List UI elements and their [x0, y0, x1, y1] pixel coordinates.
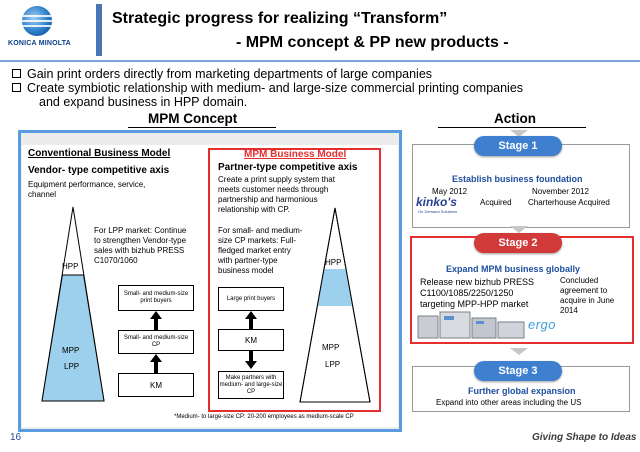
section-title-action: Action	[494, 111, 536, 126]
mpm-desc-1: Create a print supply system that	[218, 175, 335, 184]
conv-box-print-buyers: Small- and medium-size print buyers	[118, 285, 194, 311]
conventional-desc-1: Equipment performance, service,	[28, 180, 146, 189]
flow-chevron-icon	[510, 226, 528, 233]
stage-2-text-1: Release new bizhub PRESS	[420, 277, 535, 287]
mpm-desc-2: meets customer needs through	[218, 185, 329, 194]
logo-text: KONICA MINOLTA	[8, 40, 71, 47]
stage-2-concluded-2: agreement to	[560, 286, 608, 295]
mpm-subhead: Partner-type competitive axis	[218, 162, 358, 173]
stage-1-acquired: Acquired	[480, 198, 512, 207]
stage-3-text: Expand into other areas including the US	[436, 398, 582, 407]
mpm-hpp-label: HPP	[325, 258, 342, 267]
checkbox-bullet-icon	[12, 69, 21, 78]
up-arrow-icon	[150, 354, 162, 362]
kinkos-logo-sub: On Demand Solutions	[418, 209, 458, 214]
flow-chevron-icon	[510, 130, 528, 137]
mpm-heading: MPM Business Model	[244, 149, 347, 160]
cp-text-4: with partner-type	[218, 256, 278, 265]
page-number: 16	[10, 432, 22, 443]
mpm-desc-4: relationship with CP.	[218, 205, 290, 214]
down-arrow-icon	[245, 361, 257, 369]
checkbox-bullet-icon	[12, 83, 21, 92]
stage-2-concluded-4: 2014	[560, 306, 578, 315]
up-arrow-icon	[150, 311, 162, 319]
cp-text-5: business model	[218, 266, 274, 275]
mpm-pyramid	[299, 207, 371, 403]
up-arrow-icon	[245, 311, 257, 319]
stage-2-concluded-1: Concluded	[560, 276, 599, 285]
page-title: Strategic progress for realizing “Transf…	[112, 10, 448, 27]
conv-box-km: KM	[118, 373, 194, 397]
stage-1-date-1: May 2012	[432, 187, 468, 196]
title-accent-bar	[96, 4, 102, 56]
mpm-model-frame	[208, 148, 381, 412]
mpm-mpp-label: MPP	[322, 343, 340, 352]
stage-1-date-2: November 2012	[532, 187, 589, 196]
lpp-text-2: to strengthen Vendor-type	[94, 236, 187, 245]
footnote: *Medium- to large-size CP: 20-200 employ…	[174, 414, 354, 420]
bullet-1: Gain print orders directly from marketin…	[12, 68, 432, 81]
lpp-text-3: sales with bizhub PRESS	[94, 246, 185, 255]
header-divider	[0, 60, 640, 62]
section-rule	[128, 127, 276, 128]
lpp-text-4: C1070/1060	[94, 256, 138, 265]
bullet-2-continued: and expand business in HPP domain.	[39, 95, 248, 109]
arrow-shaft	[154, 362, 158, 373]
stage-1-badge: Stage 1	[474, 136, 562, 156]
conventional-desc-2: channel	[28, 190, 57, 199]
conv-box-cp: Small- and medium-size CP	[118, 330, 194, 354]
flow-chevron-icon	[510, 348, 528, 355]
bullet-2: Create symbiotic relationship with mediu…	[12, 82, 523, 95]
conventional-heading: Conventional Business Model	[28, 148, 171, 159]
ergo-logo: ergo	[528, 317, 557, 332]
stage-3-badge: Stage 3	[474, 361, 562, 381]
mpm-lpp-label: LPP	[325, 360, 341, 369]
stage-2-text-2: C1100/1085/2250/1250	[420, 288, 514, 298]
section-title-concept: MPM Concept	[148, 111, 238, 126]
stage-2-concluded-3: acquire in June	[560, 296, 615, 305]
arrow-shaft	[249, 351, 253, 361]
cp-text-3: fledged market entry	[218, 246, 291, 255]
page-subtitle: - MPM concept & PP new products -	[236, 34, 509, 51]
stage-2-title: Expand MPM business globally	[446, 264, 581, 274]
tagline: Giving Shape to Ideas	[532, 432, 637, 443]
conventional-pyramid	[41, 206, 105, 402]
konica-minolta-logo-icon	[22, 6, 52, 36]
stage-2-text-3: targeting MPP-HPP market	[420, 299, 529, 309]
section-rule	[438, 127, 586, 128]
kinkos-logo: kinko's	[416, 195, 457, 209]
conv-lpp-label: LPP	[64, 362, 80, 371]
stage-1-charterhouse: Charterhouse Acquired	[528, 198, 610, 207]
lpp-text-1: For LPP market: Continue	[94, 226, 187, 235]
stage-1-box	[412, 144, 630, 228]
printer-lineup-image	[417, 311, 525, 339]
arrow-shaft	[154, 319, 158, 330]
cp-text-2: size CP markets: Full-	[218, 236, 297, 245]
conv-mpp-label: MPP	[62, 346, 80, 355]
stage-3-title: Further global expansion	[468, 386, 576, 396]
mpm-box-km: KM	[218, 329, 284, 351]
stage-1-title: Establish business foundation	[452, 174, 583, 184]
arrow-shaft	[249, 319, 253, 329]
cp-text-1: For small- and medium-	[218, 226, 303, 235]
mpm-box-large-buyers: Large print buyers	[218, 287, 284, 311]
conv-hpp-label: HPP	[62, 262, 79, 271]
mpm-desc-3: partnership and harmonious	[218, 195, 318, 204]
stage-2-badge: Stage 2	[474, 233, 562, 253]
mpm-box-partners: Make partners with medium- and large-siz…	[218, 371, 284, 399]
conventional-subhead: Vendor- type competitive axis	[28, 165, 170, 176]
